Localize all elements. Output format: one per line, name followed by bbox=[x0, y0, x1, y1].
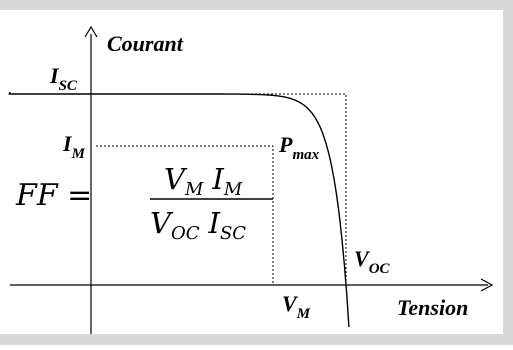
label-im: IM bbox=[62, 131, 86, 162]
num-a: V bbox=[164, 162, 188, 196]
y-axis-label: Courant bbox=[107, 31, 184, 56]
den-b-sub: SC bbox=[220, 223, 246, 244]
frame-right bbox=[503, 0, 513, 345]
label-im-main: I bbox=[62, 131, 73, 156]
frame-top bbox=[0, 0, 513, 10]
label-isc-sub: SC bbox=[59, 78, 78, 94]
den-a-sub: OC bbox=[171, 223, 200, 244]
label-vm-main: V bbox=[282, 291, 299, 316]
label-isc-main: I bbox=[49, 63, 60, 88]
y-axis-arrowhead bbox=[84, 25, 98, 38]
label-vm-sub: M bbox=[296, 306, 311, 322]
label-voc-sub: OC bbox=[369, 261, 391, 277]
label-im-sub: M bbox=[71, 146, 86, 162]
den-a: V bbox=[150, 206, 174, 240]
x-axis-arrowhead bbox=[480, 278, 494, 292]
formula-denominator: VOC ISC bbox=[150, 206, 246, 244]
label-isc: ISC bbox=[49, 63, 78, 94]
frame-bottom bbox=[0, 334, 513, 345]
formula-lhs: FF = bbox=[15, 178, 92, 213]
num-b-sub: M bbox=[223, 179, 243, 200]
num-b: I bbox=[211, 162, 224, 196]
label-vm: VM bbox=[282, 291, 311, 322]
x-axis-label: Tension bbox=[397, 295, 468, 320]
iv-curve bbox=[8, 91, 350, 328]
label-voc: VOC bbox=[354, 246, 391, 277]
num-a-sub: M bbox=[184, 179, 204, 200]
label-pmax-sub: max bbox=[292, 147, 319, 163]
label-voc-main: V bbox=[354, 246, 371, 271]
im-vm-dashed-box bbox=[96, 145, 274, 285]
den-b: I bbox=[207, 206, 220, 240]
label-pmax-main: P bbox=[278, 132, 293, 157]
label-pmax: Pmax bbox=[278, 132, 320, 163]
